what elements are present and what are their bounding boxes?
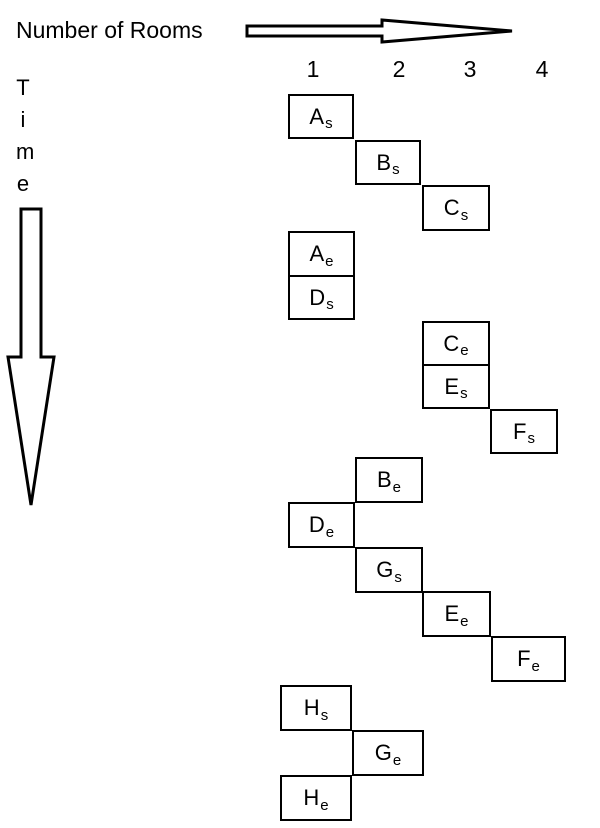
room-column-4: 4 [535,56,549,82]
room-column-2: 2 [392,56,406,82]
room-column-1: 1 [306,56,320,82]
rooms-axis-title: Number of Rooms [16,17,203,43]
room-column-3: 3 [463,56,477,82]
time-axis-letter: e [16,171,30,196]
time-axis-letter: m [16,139,35,164]
time-axis-letter: T [16,75,30,100]
time-axis-letter: i [20,107,26,132]
